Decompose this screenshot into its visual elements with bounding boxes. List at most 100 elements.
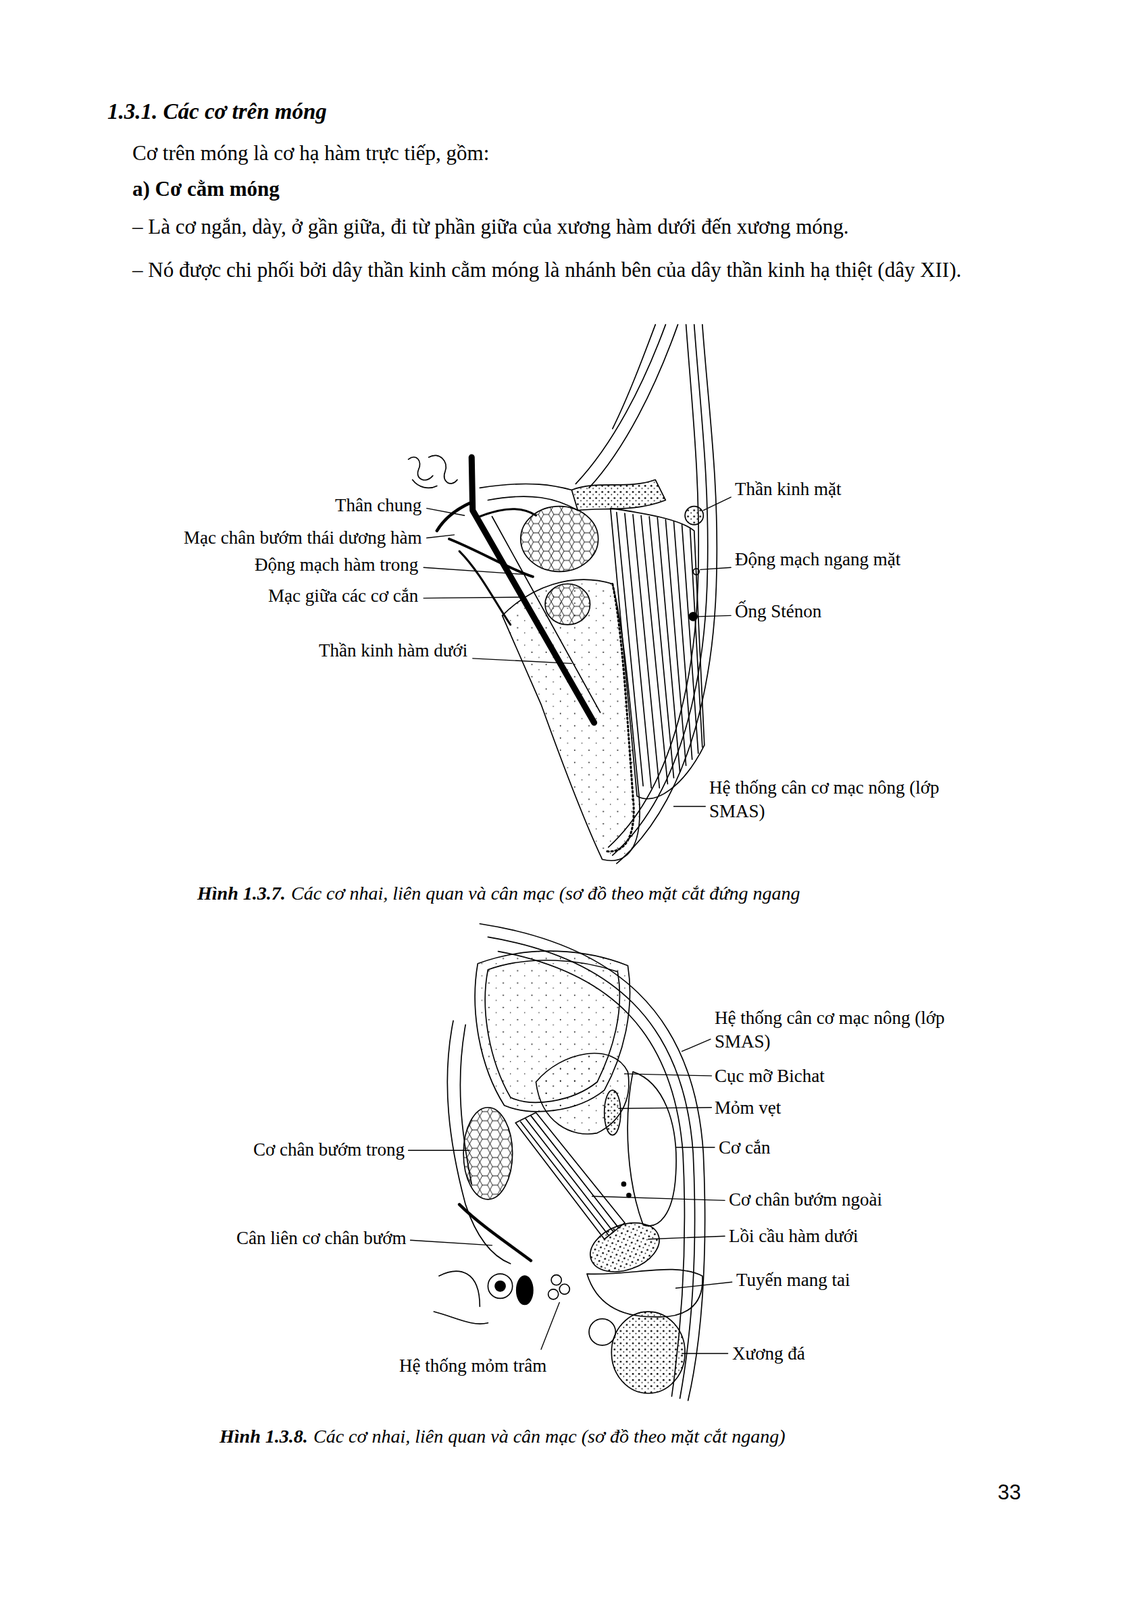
leader-line	[698, 615, 731, 617]
coronal-section-figure	[479, 509, 536, 517]
axial-section-figure	[516, 1275, 533, 1305]
axial-section-figure	[487, 1273, 513, 1299]
leader-line	[592, 1196, 725, 1201]
leader-line	[682, 1039, 711, 1052]
leader-line	[426, 508, 465, 517]
axial-section-figure	[548, 1289, 559, 1300]
leader-line	[541, 1302, 560, 1350]
part-label: Thân chung	[335, 494, 422, 517]
axial-section-figure	[611, 1311, 685, 1394]
coronal-section-figure	[624, 513, 652, 789]
axial-section-figure	[459, 1204, 531, 1261]
axial-section-figure	[551, 1275, 562, 1286]
leader-line	[423, 597, 526, 599]
axial-section-figure	[621, 1182, 626, 1187]
coronal-section-figure	[690, 528, 703, 748]
leader-line	[682, 1352, 729, 1354]
page-number: 33	[997, 1479, 1021, 1505]
part-label: Tuyến mang tai	[736, 1269, 851, 1291]
axial-section-figure	[439, 1271, 480, 1307]
axial-section-figure	[433, 1311, 488, 1324]
leader-line	[408, 1039, 733, 1354]
leader-line	[673, 805, 706, 807]
leader-line	[408, 1150, 471, 1151]
part-label: Cơ cắn	[718, 1136, 771, 1159]
coronal-section-figure	[412, 479, 438, 488]
axial-section-figure	[559, 1284, 570, 1295]
leader-line	[676, 1282, 733, 1289]
coronal-section-figure	[641, 515, 668, 784]
part-label: Xương đá	[732, 1342, 806, 1365]
leader-line	[700, 567, 731, 570]
leader-line	[676, 1146, 715, 1148]
coronal-section-figure	[632, 514, 660, 789]
coronal-section-figure	[479, 483, 572, 490]
coronal-section-figure	[612, 324, 656, 429]
bullet-text: – Nó được chi phối bởi dây thần kinh cằm…	[132, 253, 1038, 288]
part-label: Hệ thống cân cơ mạc nông (lớp SMAS)	[714, 1006, 948, 1054]
coronal-section-figure	[649, 516, 674, 779]
leader-line	[423, 497, 731, 807]
coronal-section-figure	[459, 551, 511, 625]
coronal-section-figure	[693, 568, 700, 575]
part-label: Cơ chân bướm ngoài	[728, 1188, 883, 1211]
coronal-section-figure	[575, 324, 666, 485]
coronal-section-figure	[491, 516, 600, 713]
part-label: Cân liên cơ chân bướm	[236, 1227, 407, 1249]
coronal-section-figure	[449, 539, 533, 577]
leader-line	[624, 1073, 712, 1077]
coronal-section-figure	[610, 508, 705, 800]
axial-section-figure	[627, 1071, 677, 1226]
leader-line	[703, 497, 731, 511]
part-label: Động mạch hàm trong	[254, 553, 419, 576]
figure-caption: Các cơ nhai, liên quan và cân mạc (sơ đồ…	[313, 1425, 786, 1449]
axial-section-figure	[626, 1193, 631, 1198]
part-label: Thần kinh mặt	[734, 478, 841, 500]
leader-line	[423, 567, 529, 575]
coronal-section-figure	[545, 583, 590, 625]
part-label: Hệ thống cân cơ mạc nông (lớp SMAS)	[709, 776, 943, 824]
part-label: Cơ chân bướm trong	[253, 1138, 405, 1161]
coronal-section-figure	[589, 324, 678, 489]
axial-section-figure	[433, 924, 705, 1401]
axial-section-figure	[463, 1107, 513, 1200]
part-label: Mạc chân bướm thái dương hàm	[183, 526, 423, 549]
axial-section-figure	[515, 1112, 625, 1239]
leader-line	[410, 1240, 493, 1246]
axial-section-figure	[525, 1118, 614, 1233]
figure-number: Hình 1.3.8.	[219, 1425, 309, 1449]
coronal-section-figure	[428, 455, 458, 484]
leader-line	[472, 658, 573, 664]
coronal-section-figure	[688, 612, 698, 621]
part-label: Lồi cầu hàm dưới	[728, 1225, 859, 1247]
leader-line	[618, 1107, 712, 1110]
part-label: Động mạch ngang mặt	[734, 548, 901, 571]
section-heading: 1.3.1. Các cơ trên móng	[107, 98, 327, 126]
part-label: Hệ thống mỏm trâm	[399, 1354, 547, 1377]
axial-section-figure	[520, 1121, 609, 1236]
coronal-section-figure	[481, 522, 588, 717]
axial-section-figure	[589, 1319, 616, 1346]
part-label: Mỏm vẹt	[714, 1096, 781, 1119]
body-text: Cơ trên móng là cơ hạ hàm trực tiếp, gồm…	[132, 140, 490, 166]
part-label: Ống Sténon	[734, 600, 822, 623]
leader-line	[426, 534, 455, 539]
part-label: Mạc giữa các cơ cắn	[268, 584, 419, 607]
coronal-section-figure	[571, 479, 666, 510]
figure-caption: Các cơ nhai, liên quan và cân mạc (sơ đồ…	[291, 882, 801, 906]
coronal-section-figure	[437, 502, 472, 531]
coronal-section-figure	[408, 457, 433, 481]
subheading: a) Cơ cằm móng	[132, 176, 280, 202]
axial-section-figure	[530, 1115, 619, 1228]
part-label: Thần kinh hàm dưới	[318, 639, 468, 662]
coronal-section-figure	[408, 324, 718, 864]
axial-section-figure	[459, 1024, 472, 1185]
coronal-section-figure	[502, 579, 640, 861]
figure-number: Hình 1.3.7.	[197, 882, 286, 906]
axial-section-figure	[495, 1281, 506, 1292]
axial-section-figure	[586, 1269, 703, 1318]
axial-section-figure	[447, 1020, 510, 1264]
coronal-section-figure	[616, 512, 644, 787]
